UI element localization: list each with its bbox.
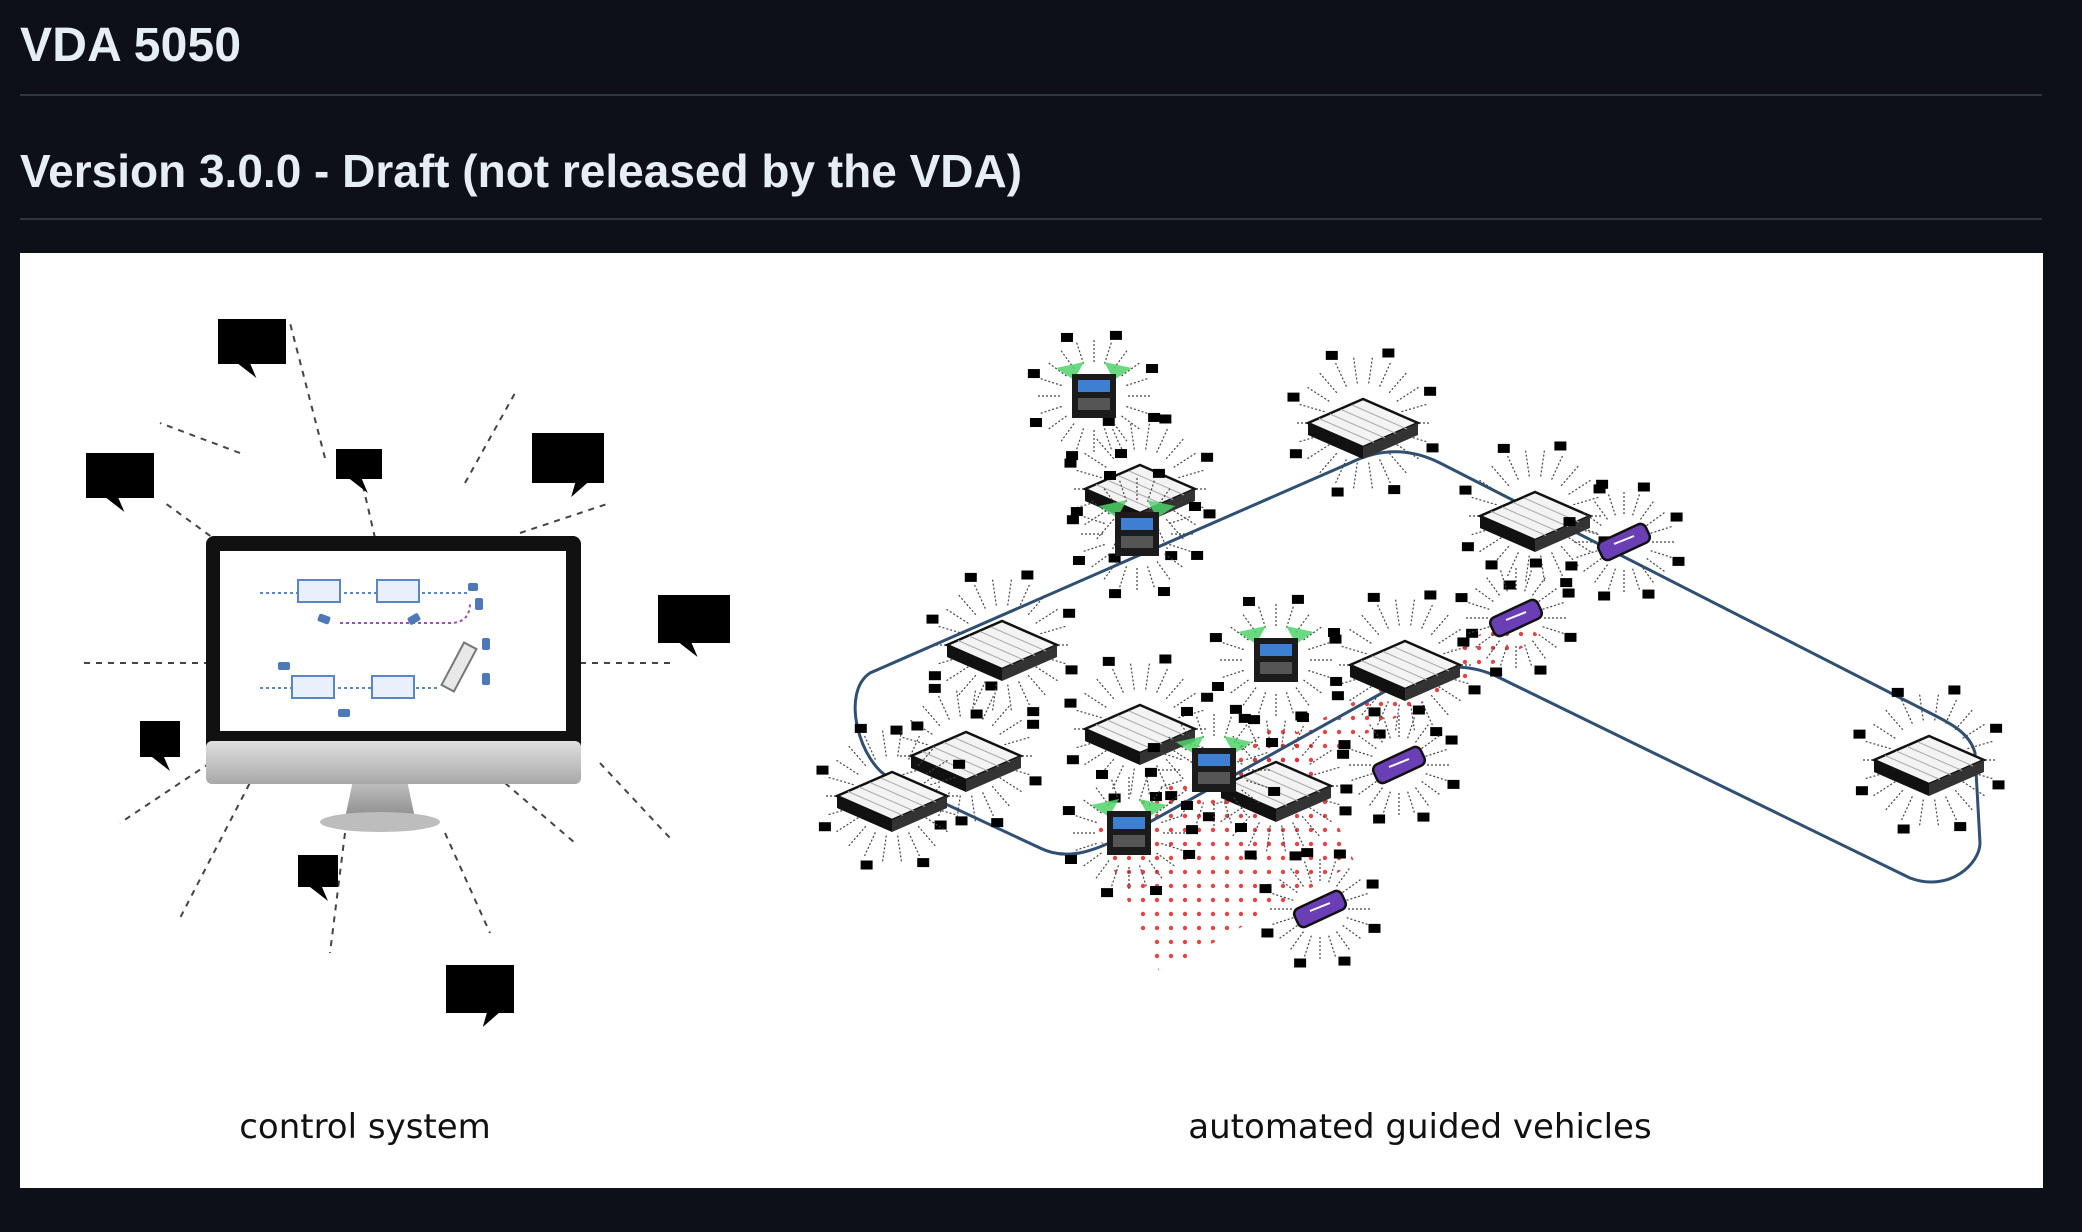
control-system-caption: control system [239, 1107, 491, 1147]
agv-icon [1070, 468, 1204, 599]
communication-rays [80, 322, 671, 954]
agv-icon [1563, 482, 1685, 601]
agv-icon [1200, 711, 1352, 860]
agv-icon [926, 570, 1078, 719]
control-system-group: control system [80, 319, 730, 1147]
navigation-field-dots-2 [1220, 613, 1540, 798]
speech-bubble-icon [86, 453, 154, 512]
title-divider [20, 94, 2042, 96]
speech-bubble-icon [336, 449, 382, 493]
agv-icon [1338, 705, 1460, 824]
agv-group: automated guided vehicles [816, 330, 2005, 1147]
agv-icon [1209, 594, 1343, 725]
speech-bubble-icon [140, 721, 180, 771]
agv-icon [1027, 330, 1161, 461]
computer-monitor-icon [206, 536, 581, 832]
agv-icon [1147, 704, 1281, 835]
agv-icon [1329, 590, 1481, 739]
version-heading: Version 3.0.0 - Draft (not released by t… [20, 145, 1023, 197]
agv-icon [1459, 441, 1611, 590]
agv-icon [1455, 558, 1577, 677]
speech-bubble-icon [298, 855, 338, 901]
architecture-figure: control system automated guided vehicles [20, 253, 2043, 1188]
architecture-diagram: control system automated guided vehicles [80, 319, 2005, 1147]
speech-bubble-icon [532, 433, 604, 497]
agv-icon [1287, 348, 1439, 497]
agv-caption: automated guided vehicles [1188, 1107, 1651, 1147]
agv-fleet [816, 330, 2005, 968]
speech-bubble-icon [218, 319, 286, 378]
agv-icon [816, 721, 968, 870]
message-bubbles [86, 319, 730, 1027]
agv-icon [1259, 849, 1381, 968]
agv-icon [1062, 767, 1196, 898]
page-title: VDA 5050 [20, 19, 242, 72]
agv-icon [1853, 685, 2005, 834]
speech-bubble-icon [446, 965, 514, 1027]
subtitle-divider [20, 218, 2042, 220]
speech-bubble-icon [658, 595, 730, 657]
